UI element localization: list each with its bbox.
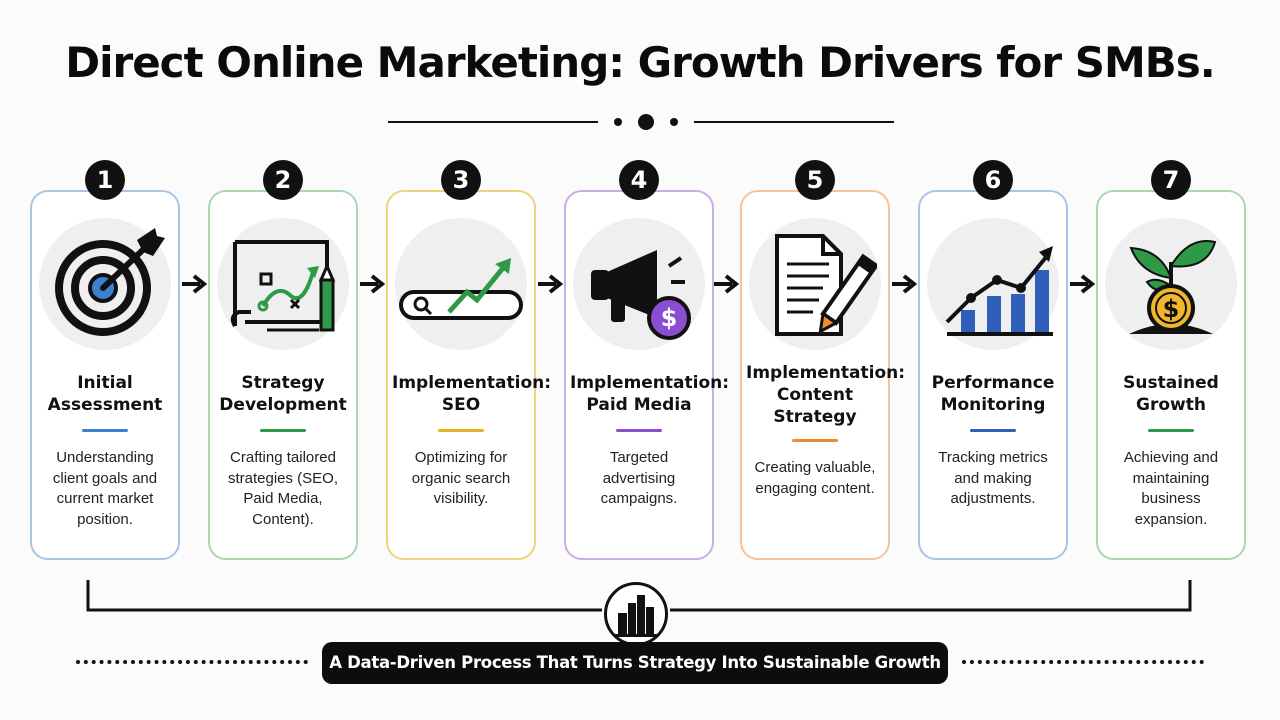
tagline-banner: A Data-Driven Process That Turns Strateg… — [322, 642, 948, 684]
step-number-badge: 4 — [619, 160, 659, 200]
search-growth-icon — [399, 258, 523, 320]
document-pencil-icon — [775, 234, 877, 336]
page-title: Direct Online Marketing: Growth Drivers … — [65, 38, 1216, 87]
arrow-right-icon — [182, 274, 208, 294]
step-description: Optimizing for organic search visibility… — [411, 449, 511, 507]
step-number-badge: 1 — [85, 160, 125, 200]
step-description: Creating valuable, engaging content. — [754, 459, 876, 497]
title-divider — [388, 112, 894, 132]
bar-chart-icon — [945, 246, 1053, 336]
step-card-2: Strategy Development Crafting tailored s… — [208, 190, 358, 560]
arrow-right-icon — [714, 274, 740, 294]
arrow-right-icon — [360, 274, 386, 294]
step-title: Initial Assessment — [47, 373, 163, 415]
step-number-badge: 5 — [795, 160, 835, 200]
step-title: Strategy Development — [219, 373, 347, 415]
step-title: Sustained Growth — [1123, 373, 1219, 415]
step-title: Implementation: SEO — [392, 373, 552, 415]
step-number-badge: 2 — [263, 160, 303, 200]
plant-coin-icon: $ — [1129, 240, 1217, 334]
arrow-right-icon — [892, 274, 918, 294]
step-card-5: Implementation: Content Strategy Creatin… — [740, 190, 906, 560]
city-buildings-icon — [604, 582, 668, 646]
step-description: Crafting tailored strategies (SEO, Paid … — [227, 449, 339, 528]
step-card-7: $ Sustained Growth Achieving and maintai… — [1096, 190, 1246, 560]
step-card-4: $ Implementation: Paid Media Targeted ad… — [564, 190, 730, 560]
blueprint-icon — [230, 240, 336, 332]
step-number-badge: 7 — [1151, 160, 1191, 200]
svg-text:$: $ — [661, 304, 678, 332]
step-title: Implementation: Content Strategy — [746, 363, 906, 427]
target-icon — [55, 228, 165, 336]
step-card-3: Implementation: SEO Optimizing for organ… — [386, 190, 552, 560]
step-card-6: Performance Monitoring Tracking metrics … — [918, 190, 1068, 560]
megaphone-dollar-icon: $ — [591, 250, 691, 340]
step-number-badge: 6 — [973, 160, 1013, 200]
step-description: Tracking metrics and making adjustments. — [938, 449, 1048, 507]
step-description: Targeted advertising campaigns. — [600, 449, 678, 507]
step-title: Performance Monitoring — [931, 373, 1055, 415]
dotted-line-right — [962, 660, 1204, 668]
arrow-right-icon — [538, 274, 564, 294]
svg-text:$: $ — [1163, 295, 1180, 323]
step-number-badge: 3 — [441, 160, 481, 200]
dotted-line-left — [76, 660, 308, 668]
step-description: Achieving and maintaining business expan… — [1123, 449, 1219, 528]
arrow-right-icon — [1070, 274, 1096, 294]
step-card-1: Initial Assessment Understanding client … — [30, 190, 180, 560]
step-title: Implementation: Paid Media — [570, 373, 730, 415]
step-description: Understanding client goals and current m… — [52, 449, 158, 528]
